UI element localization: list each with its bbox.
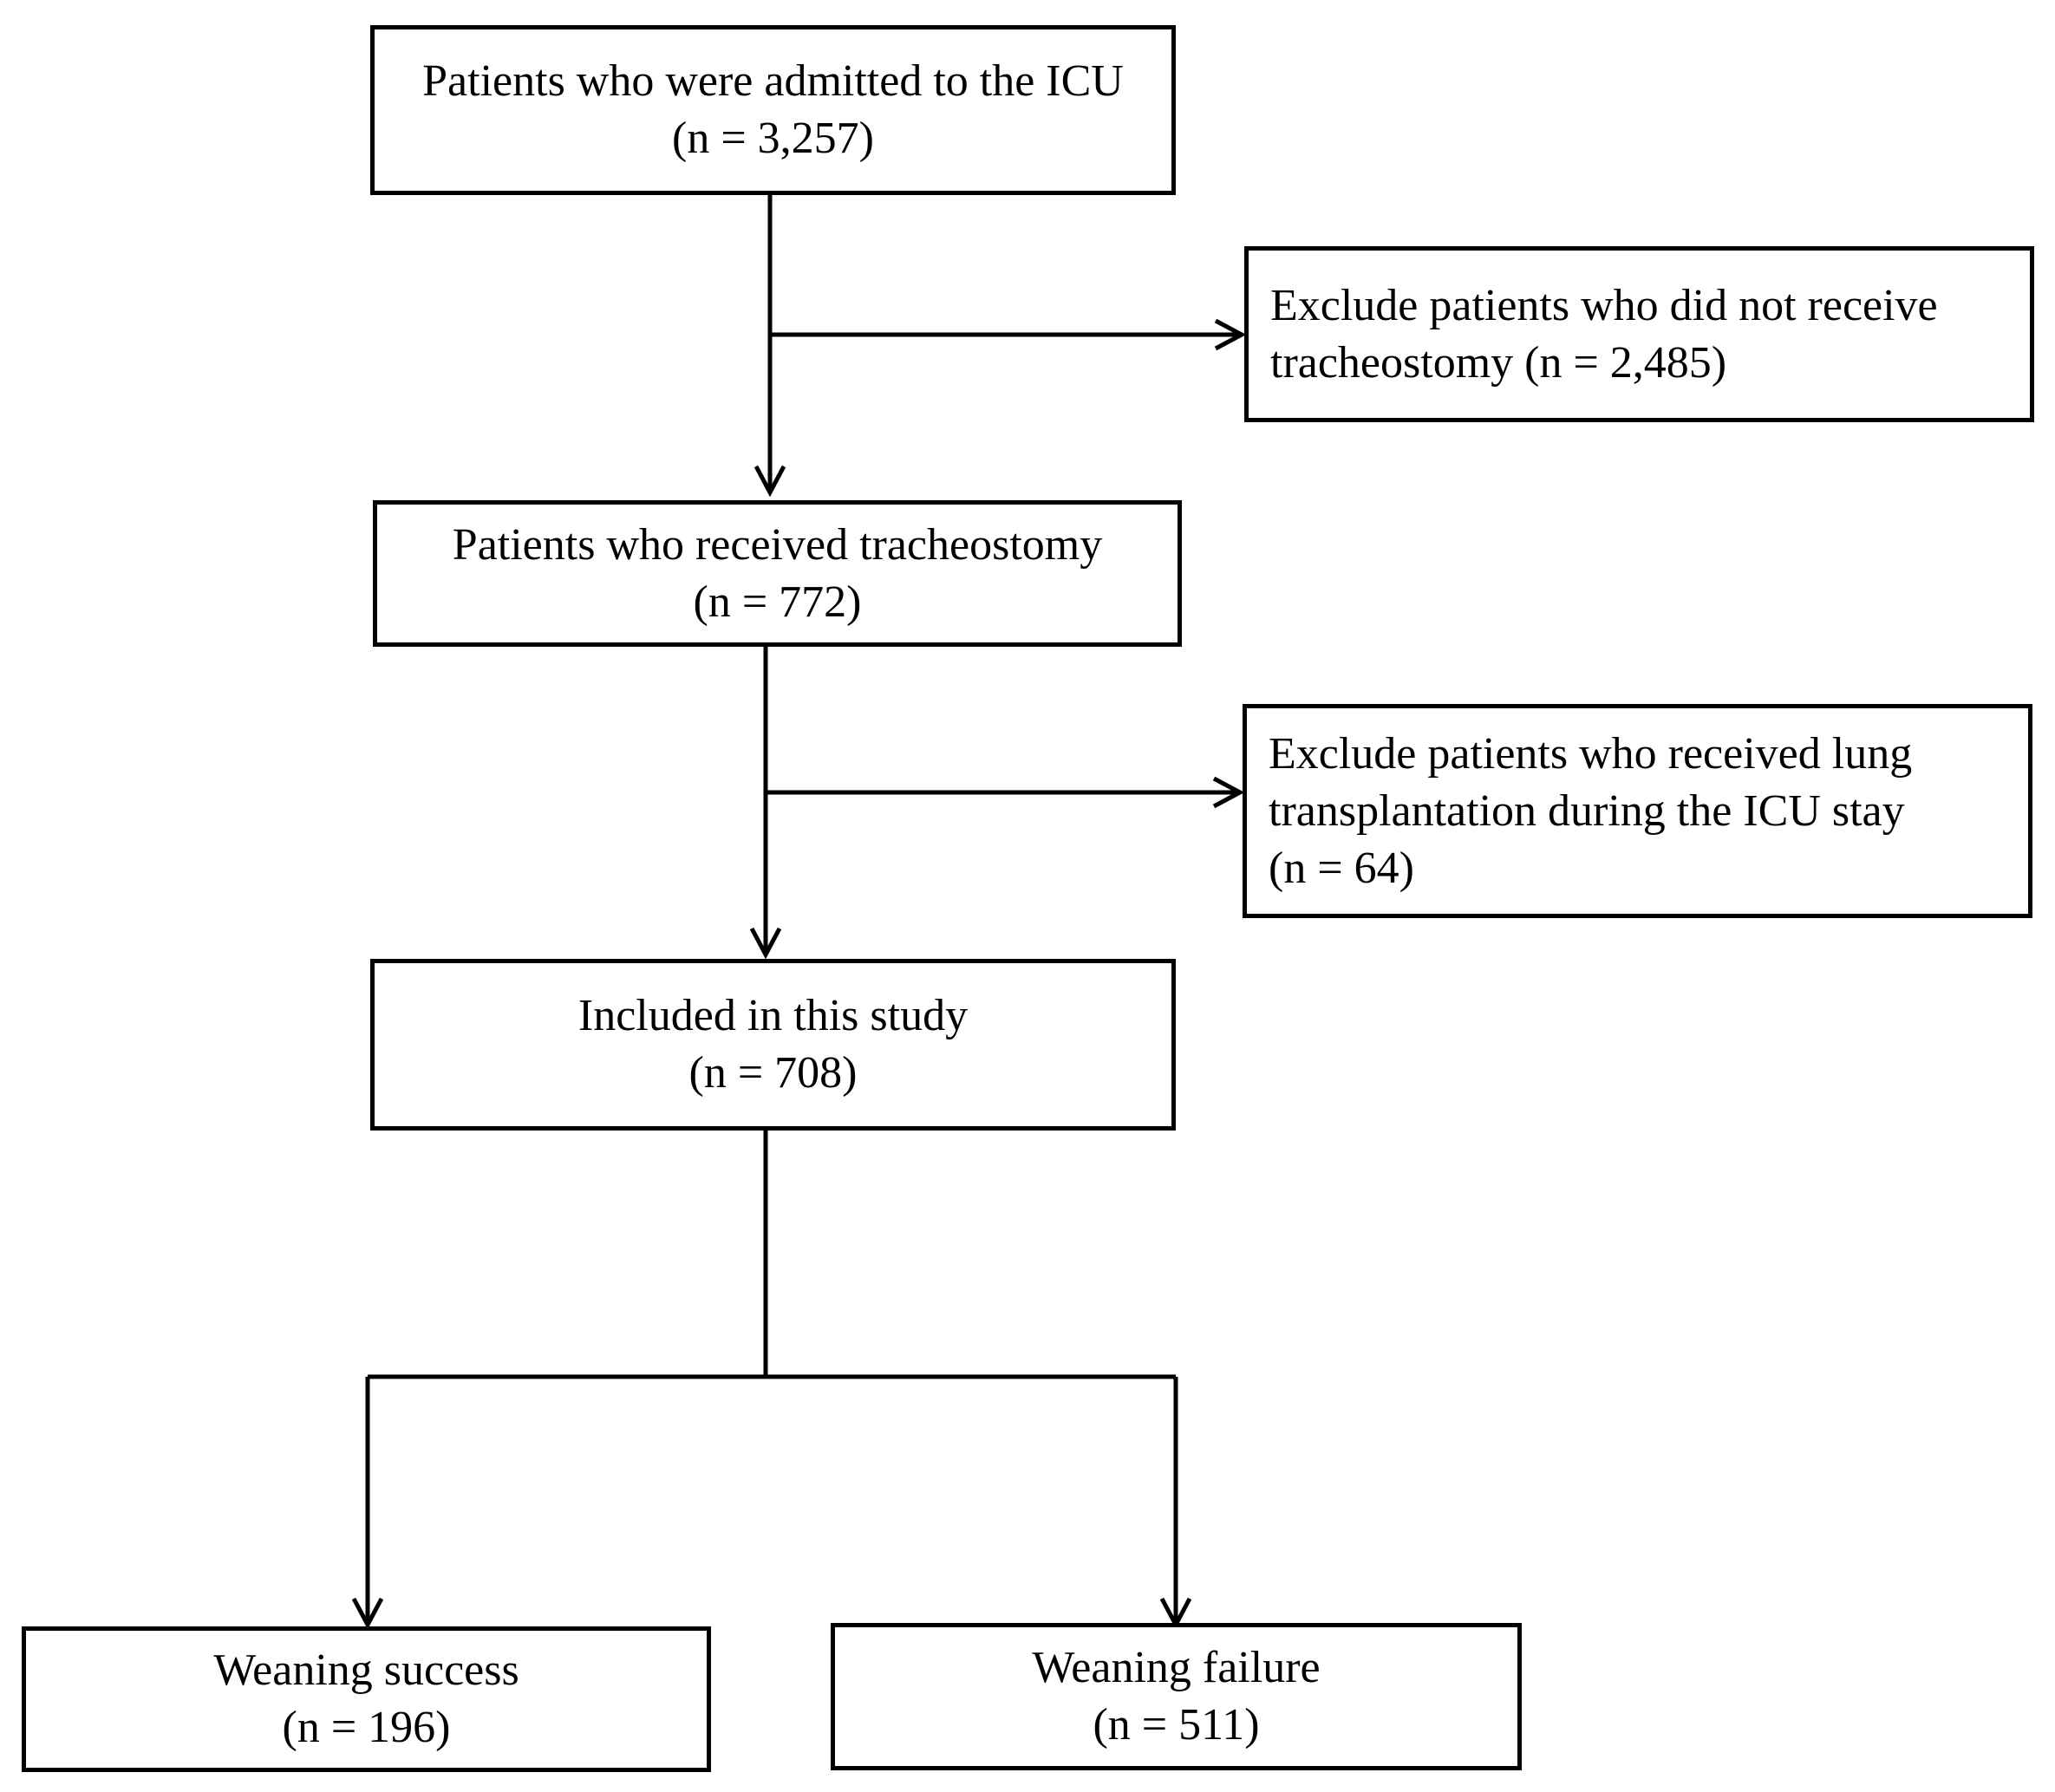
arrowhead-received (754, 465, 786, 498)
node-received-tracheostomy-label: Patients who received tracheostomy (452, 519, 1103, 570)
arrowhead-exclude-no-trach (1214, 318, 1247, 351)
node-received-tracheostomy-count: (n = 772) (693, 577, 862, 627)
node-included-study: Included in this study (n = 708) (370, 959, 1176, 1131)
node-included-study-label: Included in this study (577, 991, 969, 1040)
node-exclude-lung-transplant: Exclude patients who received lung trans… (1243, 704, 2032, 918)
node-exclude-no-tracheostomy: Exclude patients who did not receive tra… (1244, 246, 2034, 422)
node-included-study-count: (n = 708) (688, 1048, 858, 1098)
node-admitted-icu-label: Patients who were admitted to the ICU (422, 56, 1124, 106)
arrowhead-weaning-success (351, 1597, 384, 1630)
node-exclude-lung-transplant-line2: transplantation during the ICU stay (1269, 785, 1905, 836)
node-weaning-success: Weaning success (n = 196) (22, 1626, 711, 1772)
node-received-tracheostomy: Patients who received tracheostomy (n = … (373, 500, 1182, 647)
node-weaning-failure: Weaning failure (n = 511) (831, 1623, 1522, 1770)
node-weaning-failure-label: Weaning failure (1032, 1643, 1321, 1692)
node-exclude-lung-transplant-line1: Exclude patients who received lung (1269, 728, 1913, 779)
arrowhead-included (749, 927, 782, 960)
node-exclude-no-tracheostomy-line1: Exclude patients who did not receive (1270, 280, 1938, 330)
node-exclude-lung-transplant-line3: (n = 64) (1269, 843, 1414, 893)
node-exclude-no-tracheostomy-line2: tracheostomy (n = 2,485) (1270, 337, 1727, 388)
node-admitted-icu-count: (n = 3,257) (672, 114, 874, 163)
arrowhead-exclude-lung-tx (1212, 776, 1245, 809)
node-weaning-failure-count: (n = 511) (1093, 1700, 1260, 1750)
node-weaning-success-count: (n = 196) (282, 1703, 451, 1752)
node-admitted-icu: Patients who were admitted to the ICU (n… (370, 25, 1176, 195)
node-weaning-success-label: Weaning success (213, 1645, 519, 1695)
